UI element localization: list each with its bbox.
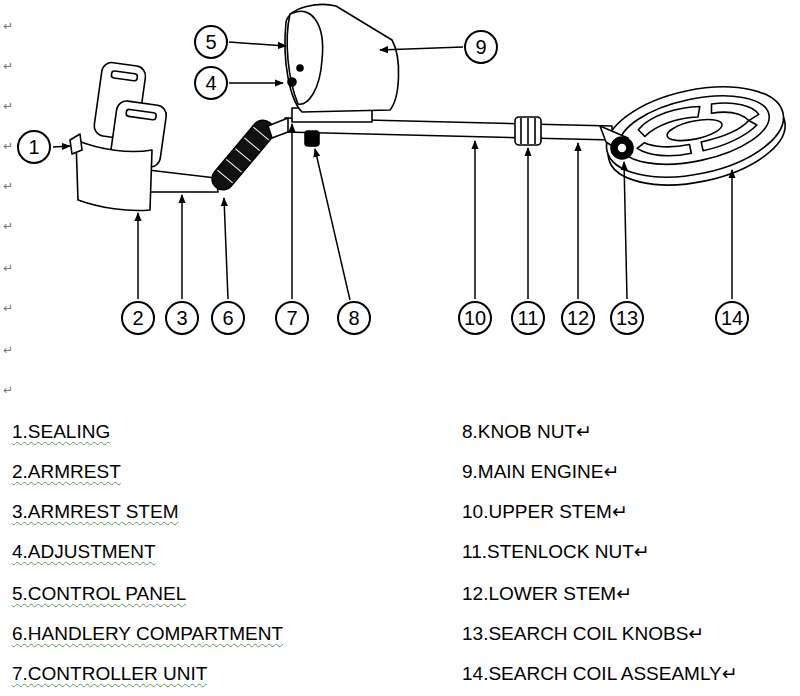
part-name: 12.LOWER STEM↵ bbox=[462, 584, 632, 605]
part-name: 7.CONTROLLER UNIT bbox=[12, 664, 207, 685]
paragraph-mark: ↵ bbox=[3, 384, 13, 397]
part-name: 4.ADJUSTMENT bbox=[12, 542, 156, 563]
callout-number: 9 bbox=[475, 37, 486, 57]
part-name: 13.SEARCH COIL KNOBS↵ bbox=[462, 624, 704, 645]
part-name: 10.UPPER STEM↵ bbox=[462, 502, 628, 523]
armrest-cuff bbox=[76, 140, 152, 211]
callout-number: 3 bbox=[176, 308, 187, 328]
paragraph-mark: ↵ bbox=[3, 100, 13, 113]
callout-circle: 7 bbox=[275, 301, 309, 335]
part-name: 3.ARMREST STEM bbox=[12, 502, 178, 523]
callout-circle: 2 bbox=[121, 301, 155, 335]
callout-number: 5 bbox=[205, 32, 216, 52]
callout-circle: 13 bbox=[610, 301, 644, 335]
part-name: 14.SEARCH COIL ASSEAMLY↵ bbox=[462, 664, 738, 685]
paragraph-mark: ↵ bbox=[3, 344, 13, 357]
part-name: 5.CONTROL PANEL bbox=[12, 584, 186, 605]
paragraph-mark: ↵ bbox=[3, 262, 13, 275]
callout-circle: 10 bbox=[458, 301, 492, 335]
search-coil bbox=[598, 72, 793, 199]
callout-number: 12 bbox=[567, 308, 589, 328]
leader-arrows bbox=[53, 42, 732, 300]
paragraph-mark: ↵ bbox=[3, 140, 13, 153]
callout-circle: 14 bbox=[715, 301, 749, 335]
callout-circle: 6 bbox=[211, 301, 245, 335]
callout-number: 7 bbox=[286, 308, 297, 328]
control-box bbox=[285, 5, 399, 112]
callout-number: 13 bbox=[616, 308, 638, 328]
callout-circle: 8 bbox=[337, 301, 371, 335]
paragraph-mark: ↵ bbox=[3, 180, 13, 193]
callout-circle: 9 bbox=[464, 30, 498, 64]
callout-number: 11 bbox=[518, 308, 539, 328]
callout-circle: 5 bbox=[194, 25, 228, 59]
callout-number: 2 bbox=[132, 308, 143, 328]
part-name: 6.HANDLERY COMPARTMENT bbox=[12, 624, 283, 645]
callout-circle: 3 bbox=[165, 301, 199, 335]
callout-circle: 12 bbox=[561, 301, 595, 335]
part-name: 1.SEALING bbox=[12, 422, 110, 443]
callout-number: 1 bbox=[28, 137, 39, 157]
callout-circle: 11 bbox=[511, 301, 545, 335]
callout-circle: 4 bbox=[194, 66, 228, 100]
callout-number: 8 bbox=[348, 308, 359, 328]
paragraph-mark: ↵ bbox=[3, 20, 13, 33]
part-name: 2.ARMREST bbox=[12, 462, 121, 483]
callout-circle: 1 bbox=[17, 130, 51, 164]
paragraph-mark: ↵ bbox=[3, 302, 13, 315]
paragraph-mark: ↵ bbox=[3, 220, 13, 233]
part-name: 11.STENLOCK NUT↵ bbox=[462, 542, 650, 563]
callout-number: 6 bbox=[222, 308, 233, 328]
part-name: 8.KNOB NUT↵ bbox=[462, 422, 592, 443]
callout-number: 4 bbox=[205, 73, 216, 93]
callout-number: 10 bbox=[464, 308, 486, 328]
callout-number: 14 bbox=[721, 308, 743, 328]
part-name: 9.MAIN ENGINE↵ bbox=[462, 462, 619, 483]
paragraph-mark: ↵ bbox=[3, 60, 13, 73]
